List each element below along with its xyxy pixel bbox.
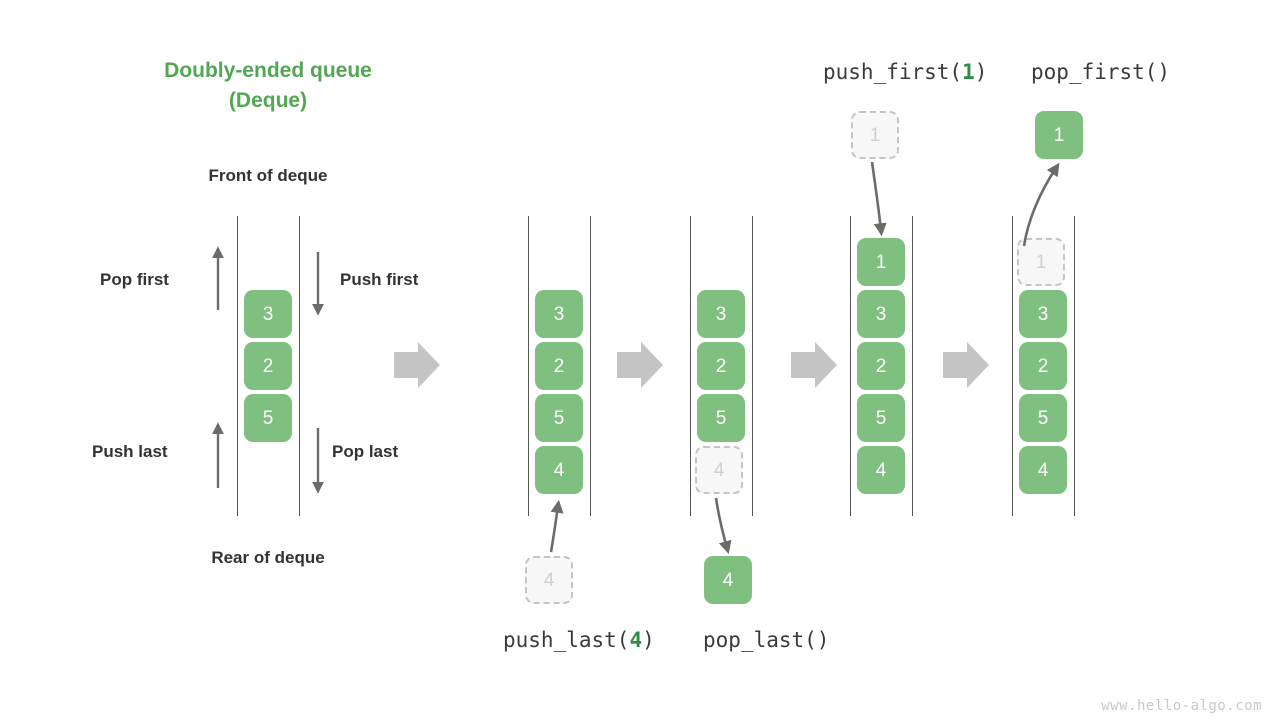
deque-cell: 3 xyxy=(1019,290,1067,338)
rail-right-pop-last xyxy=(752,216,753,516)
rail-right-pop-first xyxy=(1074,216,1075,516)
page-title: Doubly-ended queue (Deque) xyxy=(164,59,372,113)
removed-ghost-cell: 1 xyxy=(1017,238,1065,286)
removed-ghost-cell: 4 xyxy=(695,446,743,494)
push-first-label: Push first xyxy=(340,270,419,289)
op-arg: 4 xyxy=(629,628,643,652)
pop-last-extract-arrow xyxy=(714,497,732,554)
push-last-operation-label: push_last(4) xyxy=(503,628,655,652)
rail-right-push-first xyxy=(912,216,913,516)
rear-of-deque-label: Rear of deque xyxy=(211,548,325,567)
deque-cell: 5 xyxy=(697,394,745,442)
step-arrow-2 xyxy=(617,342,663,388)
rail-left-initial xyxy=(237,216,238,516)
rail-left-pop-last xyxy=(690,216,691,516)
rail-left-push-first xyxy=(850,216,851,516)
pop-first-operation-label: pop_first() xyxy=(1031,60,1170,84)
pop-last-label: Pop last xyxy=(332,442,399,461)
pop-first-extract-arrow xyxy=(1022,162,1060,247)
step-arrow-3 xyxy=(791,342,837,388)
deque-cell: 5 xyxy=(1019,394,1067,442)
push-last-label: Push last xyxy=(92,442,168,461)
op-name: pop_first() xyxy=(1031,60,1171,84)
deque-cell: 2 xyxy=(857,342,905,390)
deque-cell: 5 xyxy=(535,394,583,442)
deque-cell: 3 xyxy=(697,290,745,338)
push-first-operation-label: push_first(1) xyxy=(823,60,987,84)
deque-cell: 3 xyxy=(857,290,905,338)
external-popped-cell: 4 xyxy=(704,556,752,604)
deque-cell: 3 xyxy=(244,290,292,338)
rail-left-push-last xyxy=(528,216,529,516)
deque-cell: 4 xyxy=(857,446,905,494)
op-name: push_first( xyxy=(823,60,963,84)
rail-right-push-last xyxy=(590,216,591,516)
op-name: pop_last() xyxy=(703,628,830,652)
op-close: ) xyxy=(974,60,988,84)
external-ghost-cell: 1 xyxy=(851,111,899,159)
deque-cell-new: 4 xyxy=(535,446,583,494)
op-arg: 1 xyxy=(962,60,975,84)
pop-last-operation-label: pop_last() xyxy=(703,628,829,652)
deque-cell: 2 xyxy=(535,342,583,390)
deque-cell-new: 1 xyxy=(857,238,905,286)
op-name: push_last( xyxy=(503,628,630,652)
push-first-insert-arrow xyxy=(870,161,887,237)
external-popped-cell: 1 xyxy=(1035,111,1083,159)
front-of-deque-label: Front of deque xyxy=(208,166,328,185)
pop-first-label: Pop first xyxy=(100,270,169,289)
step-arrow-1 xyxy=(394,342,440,388)
external-ghost-cell: 4 xyxy=(525,556,573,604)
deque-cell: 4 xyxy=(1019,446,1067,494)
deque-cell: 2 xyxy=(697,342,745,390)
op-close: ) xyxy=(642,628,655,652)
deque-cell: 5 xyxy=(244,394,292,442)
watermark: www.hello-algo.com xyxy=(1101,698,1262,714)
step-arrow-4 xyxy=(943,342,989,388)
deque-cell: 2 xyxy=(244,342,292,390)
deque-cell: 5 xyxy=(857,394,905,442)
rail-left-pop-first xyxy=(1012,216,1013,516)
deque-cell: 2 xyxy=(1019,342,1067,390)
deque-cell: 3 xyxy=(535,290,583,338)
push-last-insert-arrow xyxy=(549,499,564,553)
rail-right-initial xyxy=(299,216,300,516)
